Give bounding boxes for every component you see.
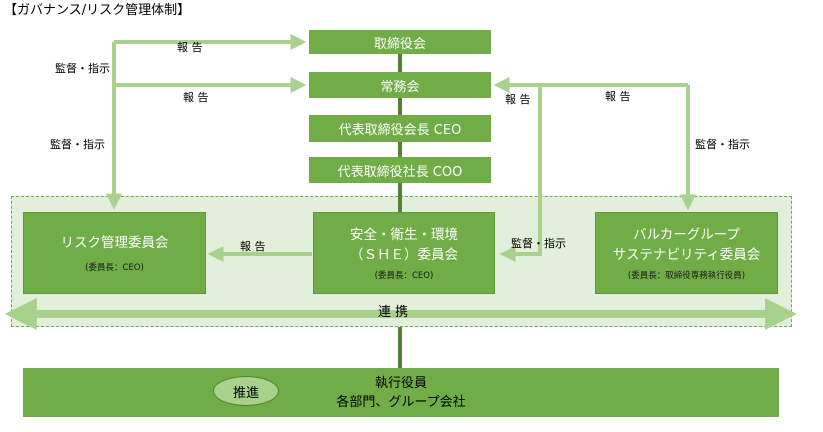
page-title: 【ガバナンス/リスク管理体制】: [4, 3, 191, 18]
sustainability-committee-chair: (委員長：取締役専務執行役員): [627, 271, 746, 281]
collaboration-label: 連 携: [378, 305, 409, 320]
she-committee-chair: (委員長：CEO): [374, 271, 434, 281]
risk-committee-name: リスク管理委員会: [60, 235, 169, 251]
risk-committee-box: リスク管理委員会 (委員長：CEO): [23, 212, 206, 294]
risk-committee-chair: (委員長：CEO): [85, 263, 144, 273]
executive-officers-line1: 執行役員: [374, 375, 427, 391]
executive-officers-box: 執行役員 各部門、グループ会社: [23, 368, 779, 417]
sustainability-committee-box: バルカーグループ サステナビリティ委員会 (委員長：取締役専務執行役員): [595, 212, 778, 294]
coo-box: 代表取締役社長 COO: [309, 157, 491, 183]
report-label-sustainability: 報 告: [605, 90, 631, 103]
sustainability-committee-name-line1: バルカーグループ: [633, 227, 740, 243]
supervise-label-sustainability: 監督・指示: [695, 138, 750, 151]
she-committee-box: 安全・衛生・環境 （ＳＨＥ）委員会 (委員長：CEO): [313, 212, 495, 294]
report-label-board: 報 告: [177, 41, 203, 54]
report-label-she-risk: 報 告: [240, 240, 266, 253]
report-label-executive: 報 告: [183, 91, 209, 104]
supervise-label-2: 監督・指示: [50, 138, 105, 151]
executive-committee-box: 常務会: [309, 72, 491, 98]
she-committee-name-line1: 安全・衛生・環境: [350, 227, 458, 243]
sustainability-committee-name-line2: サステナビリティ委員会: [612, 247, 761, 263]
she-committee-name-line2: （ＳＨＥ）委員会: [350, 247, 458, 263]
supervise-label-1: 監督・指示: [55, 62, 110, 75]
supervise-label-she: 監督・指示: [511, 237, 566, 250]
executive-officers-line2: 各部門、グループ会社: [336, 394, 466, 410]
ceo-box: 代表取締役会長 CEO: [309, 115, 491, 142]
promote-ellipse: 推進: [213, 376, 279, 406]
she-supervise-line: [499, 85, 542, 262]
report-label-she-executive: 報 告: [505, 93, 531, 106]
board-box: 取締役会: [309, 30, 491, 54]
